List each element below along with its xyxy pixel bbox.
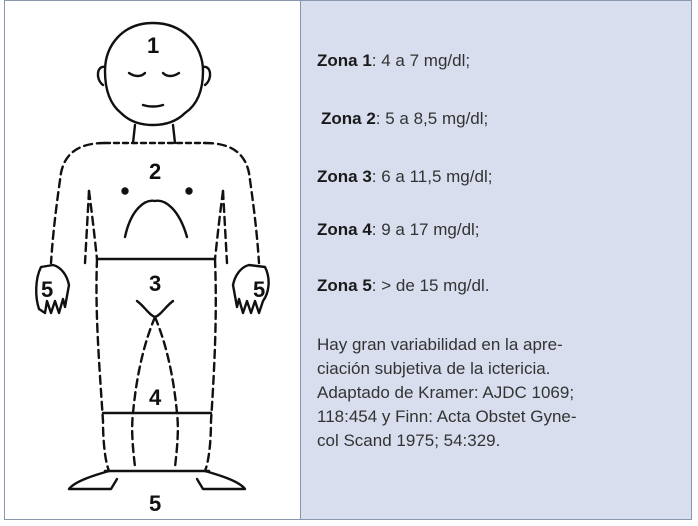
footnote-line: Hay gran variabilidad en la apre- — [317, 335, 563, 354]
zone-number-5-left-hand: 5 — [41, 277, 53, 302]
footnote-line: col Scand 1975; 54:329. — [317, 431, 501, 450]
inner-arm-right — [221, 189, 229, 265]
ribcage — [123, 199, 189, 239]
zone-1-row: Zona 1: 4 a 7 mg/dl; — [317, 51, 470, 71]
zone-2-label: Zona 2 — [321, 109, 376, 128]
zone-2-row: Zona 2: 5 a 8,5 mg/dl; — [321, 109, 488, 129]
footnote-line: Adaptado de Kramer: AJDC 1069; — [317, 383, 575, 402]
waist-left — [87, 189, 99, 261]
zone-3-label: Zona 3 — [317, 167, 372, 186]
zone-number-2: 2 — [149, 159, 161, 184]
left-foot — [67, 469, 119, 491]
right-eye — [161, 71, 181, 78]
left-ear — [96, 65, 107, 87]
zone-3-value: : 6 a 11,5 mg/dl; — [371, 167, 493, 186]
zone-number-5-feet: 5 — [149, 491, 161, 516]
zone-number-5-right-hand: 5 — [253, 277, 265, 302]
footnote: Hay gran variabilidad en la apre- ciació… — [317, 333, 687, 453]
right-foot — [195, 469, 247, 491]
head-outline — [103, 21, 205, 127]
outer-leg-left — [95, 257, 111, 473]
zone-number-3: 3 — [149, 271, 161, 296]
groin — [135, 299, 175, 319]
zone-4-row: Zona 4: 9 a 17 mg/dl; — [317, 220, 480, 240]
outer-leg-right — [203, 257, 217, 473]
neck — [131, 123, 177, 145]
mouth — [141, 103, 165, 108]
inner-arm-left — [83, 189, 91, 265]
zone-4-label: Zona 4 — [317, 220, 372, 239]
zone-3-row: Zona 3: 6 a 11,5 mg/dl; — [317, 167, 492, 187]
waist-right — [213, 189, 225, 261]
zone-number-4: 4 — [149, 385, 162, 410]
zone-5-row: Zona 5: > de 15 mg/dl. — [317, 276, 489, 296]
zone-values-panel: Zona 1: 4 a 7 mg/dl; Zona 2: 5 a 8,5 mg/… — [301, 1, 691, 519]
zone-5-value: : > de 15 mg/dl. — [371, 276, 490, 295]
footnote-line: 118:454 y Finn: Acta Obstet Gyne- — [317, 407, 577, 426]
right-ear — [201, 65, 212, 87]
kramer-zones-body-diagram: 1 2 3 4 5 5 5 — [35, 21, 270, 516]
right-hand — [231, 263, 270, 315]
body-diagram-panel: 1 2 3 4 5 5 5 — [5, 1, 301, 519]
figure-frame: 1 2 3 4 5 5 5 Zona 1: 4 a 7 mg/dl; Zona … — [4, 0, 692, 520]
zone-1-label: Zona 1 — [317, 51, 372, 70]
torso-left — [49, 141, 107, 265]
zone-4-value: : 9 a 17 mg/dl; — [371, 220, 480, 239]
footnote-line: ciación subjetiva de la ictericia. — [317, 359, 551, 378]
left-eye — [127, 71, 147, 78]
zone-number-1: 1 — [147, 33, 159, 58]
zone-2-value: : 5 a 8,5 mg/dl; — [375, 109, 489, 128]
torso-right — [203, 141, 261, 265]
zone-1-value: : 4 a 7 mg/dl; — [371, 51, 471, 70]
zone-5-label: Zona 5 — [317, 276, 372, 295]
left-hand — [35, 263, 71, 315]
